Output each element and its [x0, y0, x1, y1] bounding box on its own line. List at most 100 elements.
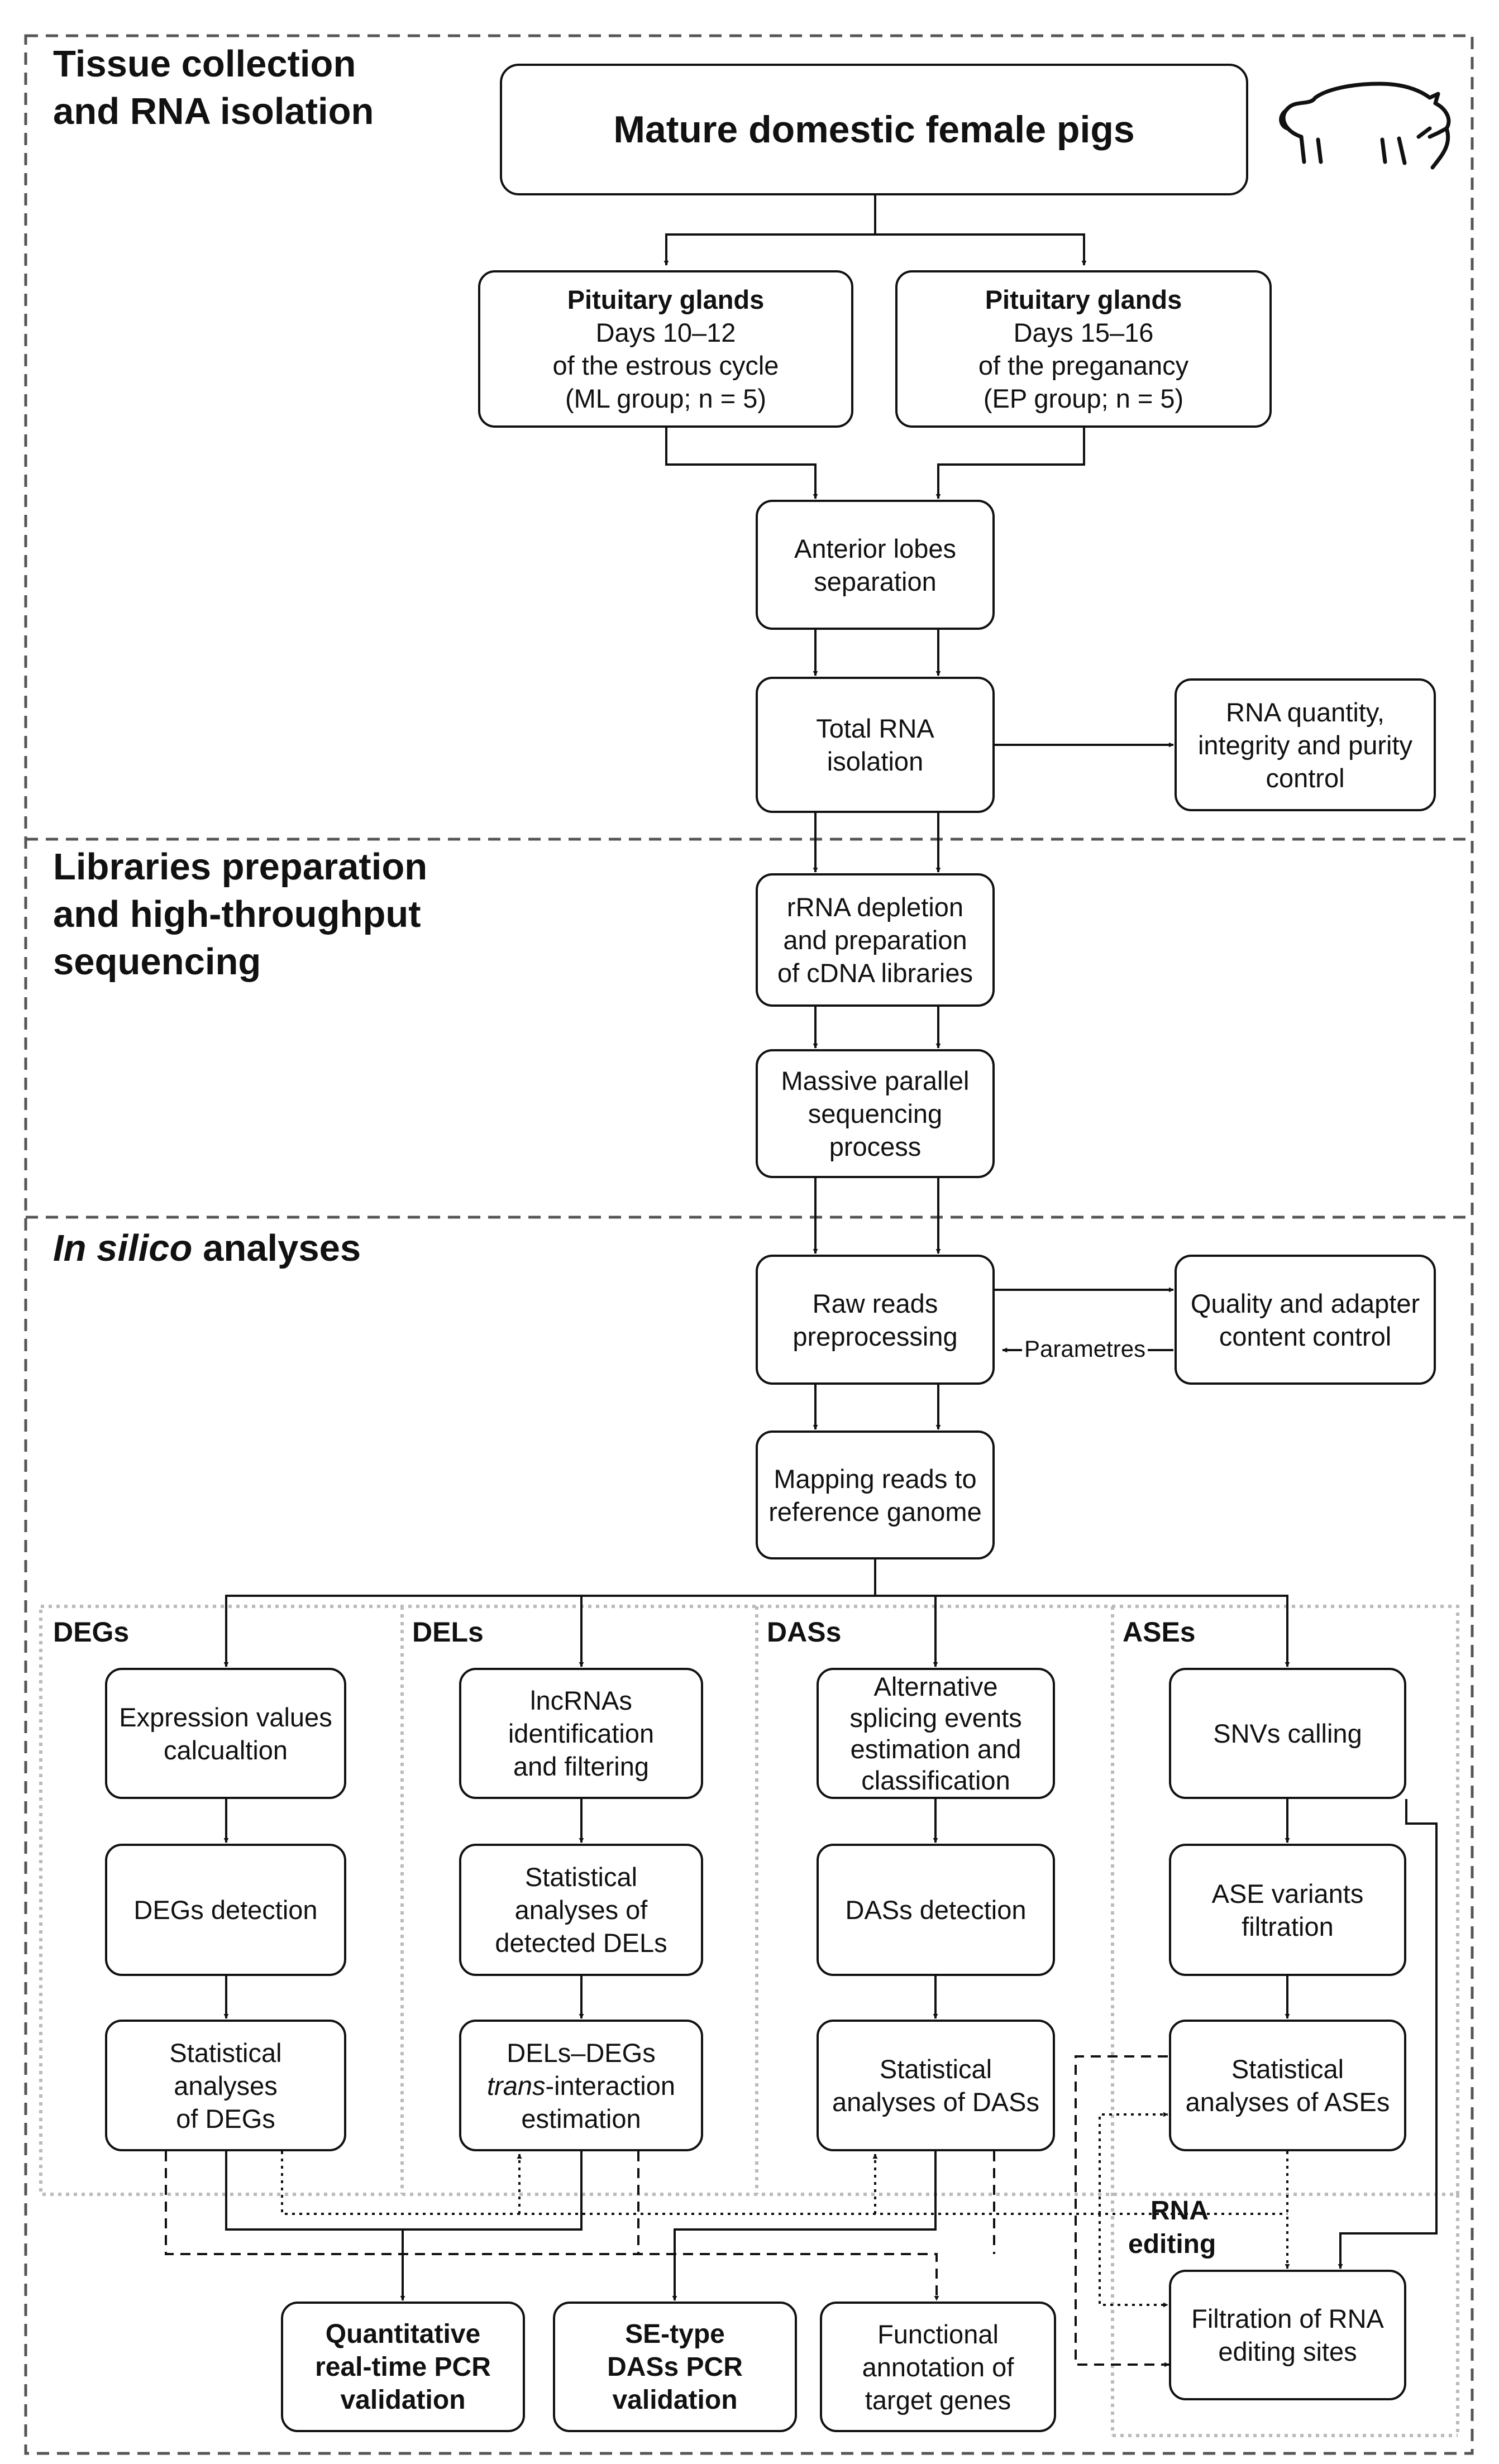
box-dels-degs-line2: trans-interaction	[487, 2070, 675, 2101]
box-rna-qc: RNA quantity, integrity and purity contr…	[1175, 678, 1436, 811]
box-filtration-rna-editing: Filtration of RNA editing sites	[1169, 2270, 1406, 2400]
box-anterior-lobes: Anterior lobes separation	[756, 500, 995, 630]
section-title-libraries-line3: sequencing	[53, 941, 261, 983]
box-rna-qc-line1: RNA quantity,	[1226, 697, 1385, 727]
box-statistical-degs-line1: Statistical	[169, 2037, 282, 2068]
box-lncrnas-line3: and filtering	[513, 1752, 649, 1781]
box-qpcr-validation-line1: Quantitative	[325, 2319, 481, 2349]
box-raw-reads: Raw reads preprocessing	[756, 1255, 995, 1385]
box-qpcr-validation-line2: real-time PCR	[315, 2352, 491, 2382]
box-raw-reads-line1: Raw reads	[812, 1288, 938, 1318]
box-expression-values: Expression values calcualtion	[105, 1668, 346, 1799]
subsection-title-ases: ASEs	[1123, 1616, 1196, 1648]
box-statistical-dels: Statistical analyses of detected DELs	[459, 1844, 703, 1976]
box-se-pcr-validation-line3: validation	[612, 2385, 738, 2415]
pig-icon	[1279, 82, 1451, 170]
box-rrna-depletion-line2: and preparation	[783, 925, 967, 955]
box-mapping-reads-line2: reference ganome	[768, 1496, 982, 1527]
box-ase-variants-line2: filtration	[1242, 1911, 1334, 1941]
box-statistical-dass-line2: analyses of DASs	[832, 2087, 1039, 2117]
box-ase-variants: ASE variants filtration	[1169, 1844, 1406, 1976]
box-dels-degs-line1: DELs–DEGs	[507, 2037, 656, 2068]
box-functional-annotation: Functional annotation of target genes	[820, 2302, 1056, 2432]
box-raw-reads-line2: preprocessing	[793, 1321, 958, 1351]
section-title-libraries-line1: Libraries preparation	[53, 846, 428, 888]
box-dels-degs-line3: estimation	[521, 2103, 641, 2133]
box-dels-degs: DELs–DEGs trans-interaction estimation	[459, 2020, 703, 2151]
box-statistical-ases-line2: analyses of ASEs	[1185, 2087, 1390, 2117]
box-lncrnas-line1: lncRNAs	[530, 1686, 632, 1715]
box-qpcr-validation: Quantitative real-time PCR validation	[281, 2302, 525, 2432]
section-title-insilico: In silico analyses	[53, 1224, 361, 1272]
box-statistical-dass: Statistical analyses of DASs	[817, 2020, 1055, 2151]
box-anterior-lobes-line2: separation	[814, 566, 937, 596]
dashed-connectors	[165, 2055, 1169, 2367]
box-pituitary-ep-line4: (EP group; n = 5)	[983, 384, 1184, 413]
box-alternative-splicing-line1: Alternative	[873, 1671, 998, 1701]
section-title-tissue: Tissue collection and RNA isolation	[53, 40, 374, 135]
box-snvs-calling: SNVs calling	[1169, 1668, 1406, 1799]
box-expression-values-line2: calcualtion	[163, 1735, 288, 1765]
box-massive-sequencing-line2: sequencing	[808, 1099, 943, 1128]
box-lncrnas: lncRNAs identification and filtering	[459, 1668, 703, 1799]
box-anterior-lobes-line1: Anterior lobes	[794, 533, 956, 563]
box-total-rna-line2: isolation	[827, 747, 924, 776]
box-functional-annotation-line1: Functional	[877, 2319, 999, 2349]
analysis-panels	[39, 1605, 1459, 2437]
box-dass-detection-line1: DASs detection	[845, 1895, 1027, 1925]
box-filtration-rna-editing-line2: editing sites	[1218, 2337, 1357, 2366]
solid-connectors	[223, 195, 1438, 2301]
rna-editing-line2: editing	[1128, 2229, 1216, 2259]
box-total-rna: Total RNA isolation	[756, 677, 995, 813]
box-degs-detection-line1: DEGs detection	[133, 1895, 318, 1925]
section-title-insilico-italic: In silico	[53, 1227, 193, 1269]
box-statistical-dels-line2: analyses of	[514, 1895, 648, 1925]
box-rna-qc-line2: integrity and purity	[1197, 730, 1413, 760]
box-ase-variants-line1: ASE variants	[1211, 1878, 1364, 1908]
box-statistical-degs-line3: of DEGs	[176, 2103, 275, 2133]
box-dass-detection: DASs detection	[817, 1844, 1055, 1976]
box-degs-detection: DEGs detection	[105, 1844, 346, 1976]
box-pituitary-ml-line2: Days 10–12	[595, 318, 736, 347]
box-se-pcr-validation-line2: DASs PCR	[607, 2352, 743, 2382]
box-pituitary-ml-line4: (ML group; n = 5)	[565, 384, 767, 413]
box-massive-sequencing: Massive parallel sequencing process	[756, 1049, 995, 1178]
box-quality-control-line2: content control	[1219, 1321, 1392, 1351]
box-total-rna-line1: Total RNA	[816, 714, 934, 743]
section-title-insilico-rest: analyses	[192, 1227, 361, 1269]
box-alternative-splicing: Alternative splicing events estimation a…	[817, 1668, 1055, 1799]
section-frames	[24, 34, 1474, 2455]
box-massive-sequencing-line1: Massive parallel	[781, 1066, 970, 1095]
box-pituitary-ep-line1: Pituitary glands	[985, 285, 1182, 314]
subsection-title-degs: DEGs	[53, 1616, 130, 1648]
box-statistical-dass-line1: Statistical	[879, 2054, 992, 2084]
rna-editing-line1: RNA	[1150, 2196, 1209, 2226]
box-expression-values-line1: Expression values	[119, 1702, 332, 1732]
box-massive-sequencing-line3: process	[829, 1132, 922, 1161]
box-se-pcr-validation-line1: SE-type	[625, 2319, 725, 2349]
box-mapping-reads-line1: Mapping reads to	[774, 1463, 977, 1494]
box-snvs-calling-line1: SNVs calling	[1213, 1719, 1362, 1748]
box-pituitary-ml: Pituitary glands Days 10–12 of the estro…	[478, 270, 853, 428]
box-functional-annotation-line3: target genes	[865, 2385, 1011, 2415]
box-pituitary-ep-line3: of the preganancy	[978, 351, 1189, 380]
box-filtration-rna-editing-line1: Filtration of RNA	[1191, 2304, 1384, 2333]
box-lncrnas-line2: identification	[508, 1719, 655, 1748]
trans-italic: trans	[487, 2070, 546, 2101]
box-statistical-ases-line1: Statistical	[1231, 2054, 1344, 2084]
section-title-tissue-line2: and RNA isolation	[53, 90, 374, 132]
subsection-title-rna-editing: RNA editing	[1128, 2194, 1216, 2261]
box-functional-annotation-line2: annotation of	[862, 2352, 1014, 2382]
box-alternative-splicing-line2: splicing events	[849, 1702, 1022, 1733]
box-statistical-degs: Statistical analyses of DEGs	[105, 2020, 346, 2151]
box-quality-control: Quality and adapter content control	[1175, 1255, 1436, 1385]
box-mapping-reads: Mapping reads to reference ganome	[756, 1430, 995, 1559]
box-mature-pigs: Mature domestic female pigs	[500, 64, 1248, 195]
box-quality-control-line1: Quality and adapter	[1190, 1288, 1420, 1318]
box-statistical-degs-line2: analyses	[174, 2070, 278, 2101]
box-alternative-splicing-line3: estimation and	[850, 1734, 1021, 1764]
subsection-title-dels: DELs	[412, 1616, 484, 1648]
box-rrna-depletion: rRNA depletion and preparation of cDNA l…	[756, 873, 995, 1007]
box-statistical-dels-line1: Statistical	[524, 1862, 638, 1892]
box-rna-qc-line3: control	[1266, 763, 1345, 793]
